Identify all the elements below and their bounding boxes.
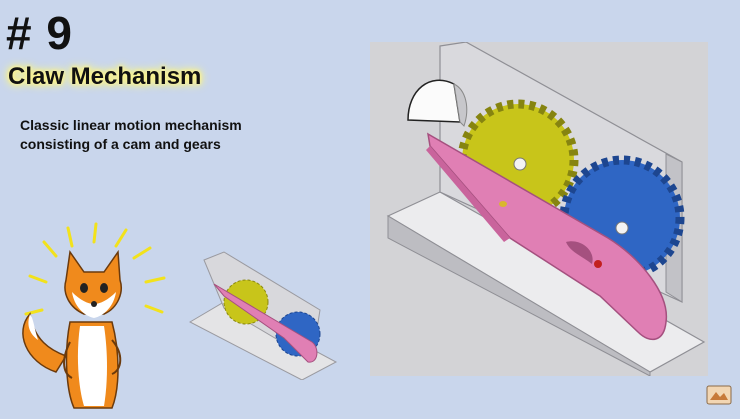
description-line-1: Classic linear motion mechanism bbox=[20, 117, 242, 133]
channel-logo-icon[interactable] bbox=[706, 384, 732, 406]
mechanism-title: Claw Mechanism bbox=[8, 63, 202, 90]
claw-mechanism-3d-view bbox=[370, 42, 708, 376]
episode-number: # 9 bbox=[6, 7, 73, 59]
description-line-2: consisting of a cam and gears bbox=[20, 135, 221, 152]
pink-claw-icon bbox=[426, 132, 668, 341]
claw-mechanism-thumbnail bbox=[184, 250, 340, 381]
mechanism-drawing bbox=[386, 42, 706, 376]
fox-mascot-icon bbox=[8, 222, 178, 414]
mechanism-description: Classic linear motion mechanism consisti… bbox=[20, 116, 320, 154]
